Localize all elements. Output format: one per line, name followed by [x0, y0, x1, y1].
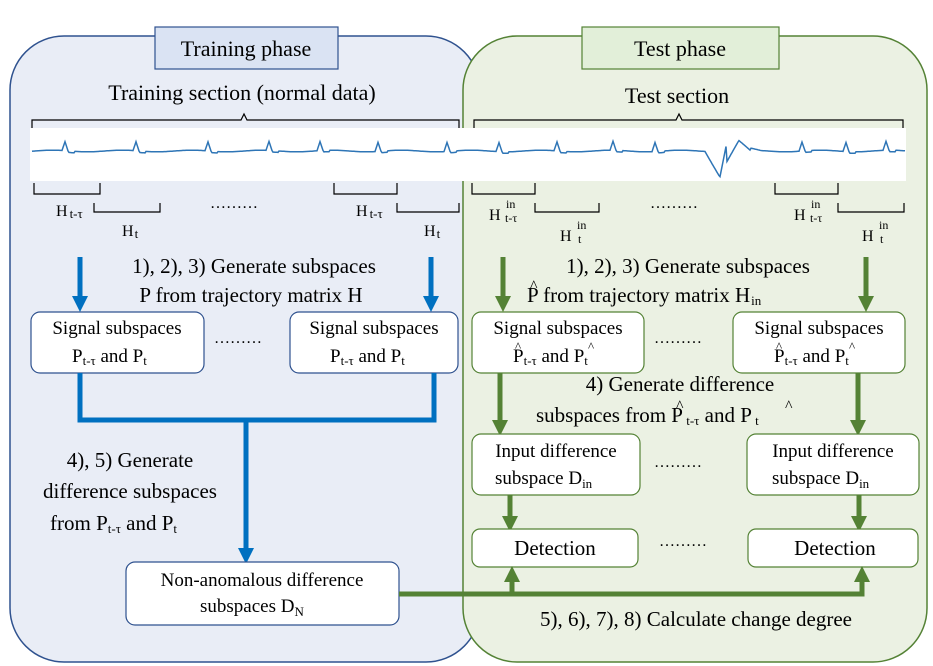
window-bracket — [396, 203, 460, 213]
test-step-123-label: 1), 2), 3) Generate subspaces — [566, 254, 810, 278]
signal-subspaces-label: Pt-τ and Pt — [513, 346, 588, 368]
signal-subspaces-box — [30, 311, 205, 374]
hat-symbol: ^ — [676, 398, 684, 415]
ellipsis: ……… — [659, 533, 707, 550]
test-step-123-label: P from trajectory matrix Hin — [527, 283, 762, 308]
training-step-45-label: difference subspaces — [43, 479, 217, 503]
window-bracket — [774, 183, 839, 195]
signal-subspaces-label: Signal subspaces — [52, 318, 181, 339]
test-step-5678-label: 5), 6), 7), 8) Calculate change degree — [540, 607, 852, 631]
h-in-subscript: t-τ — [505, 211, 517, 225]
h-in-superscript: in — [879, 218, 888, 232]
hat-symbol: ^ — [588, 339, 594, 354]
green-feed-line — [399, 565, 871, 597]
window-bracket — [33, 183, 101, 195]
test-step-4-label: subspaces from P t-τ and P t — [536, 403, 759, 428]
window-bracket — [534, 203, 600, 213]
training-step-45-label: 4), 5) Generate — [67, 448, 194, 472]
training-section-label: Training section (normal data) — [108, 80, 375, 105]
hat-symbol: ^ — [530, 278, 538, 295]
test-section-label: Test section — [625, 83, 729, 108]
signal-subspaces-box — [732, 311, 906, 374]
training-step-123-label: P from trajectory matrix H — [139, 283, 362, 307]
input-difference-label: subspace Din — [495, 468, 593, 491]
ellipsis: ……… — [654, 330, 702, 347]
hat-symbol: ^ — [776, 339, 782, 354]
signal-subspaces-label: Signal subspaces — [309, 318, 438, 339]
training-phase-label-box — [154, 26, 339, 70]
h-in-subscript: t — [880, 232, 884, 246]
test-phase-label-box — [581, 26, 780, 70]
ecg-signal-line — [31, 138, 906, 179]
h-in-subscript: t-τ — [810, 211, 822, 225]
input-difference-box — [471, 433, 641, 496]
h-in-superscript: in — [506, 197, 515, 211]
ellipsis: ……… — [650, 195, 698, 212]
training-section-brace — [31, 112, 460, 128]
h-window-label: Ht — [122, 223, 139, 241]
input-difference-box — [746, 433, 920, 496]
h-in-window-label: H — [489, 207, 501, 224]
nonanomalous-label: Non-anomalous difference — [161, 570, 364, 591]
h-in-subscript: t — [578, 232, 582, 246]
hat-symbol: ^ — [785, 398, 793, 415]
blue-merge-line — [77, 373, 437, 423]
detection-box — [747, 528, 919, 568]
input-difference-label: Input difference — [772, 441, 894, 462]
training-phase-label: Training phase — [181, 36, 312, 61]
h-in-window-label: H — [862, 228, 874, 245]
test-phase-label: Test phase — [634, 36, 726, 61]
detection-box — [471, 528, 639, 568]
h-in-window-label: H — [560, 228, 572, 245]
signal-subspaces-label: Signal subspaces — [493, 318, 622, 339]
h-window-label: Ht — [424, 223, 441, 241]
signal-subspaces-box — [289, 311, 459, 374]
input-difference-label: subspace Din — [772, 468, 870, 491]
hat-symbol: ^ — [849, 339, 855, 354]
hat-symbol: ^ — [515, 339, 521, 354]
signal-subspaces-label: Pt-τ and Pt — [330, 346, 405, 368]
detection-label: Detection — [514, 536, 596, 560]
training-step-45-label: from Pt-τ and Pt — [50, 511, 177, 536]
input-difference-label: Input difference — [495, 441, 617, 462]
h-in-superscript: in — [811, 197, 820, 211]
ellipsis: ……… — [214, 330, 262, 347]
window-bracket — [93, 203, 161, 213]
training-step-123-label: 1), 2), 3) Generate subspaces — [132, 254, 376, 278]
window-bracket — [333, 183, 398, 195]
ellipsis: ……… — [654, 454, 702, 471]
signal-subspaces-label: Pt-τ and Pt — [72, 346, 147, 368]
signal-subspaces-label: Pt-τ and Pt — [774, 346, 849, 368]
detection-label: Detection — [794, 536, 876, 560]
ellipsis: ……… — [210, 195, 258, 212]
window-bracket — [837, 203, 905, 213]
signal-subspaces-box — [471, 311, 645, 374]
test-section-brace — [473, 112, 904, 128]
window-bracket — [471, 183, 536, 195]
nonanomalous-label: subspaces DN — [200, 596, 304, 619]
signal-strip — [30, 128, 906, 181]
test-step-4-label: 4) Generate difference — [586, 372, 775, 396]
h-in-superscript: in — [577, 218, 586, 232]
h-in-window-label: H — [794, 207, 806, 224]
signal-subspaces-label: Signal subspaces — [754, 318, 883, 339]
